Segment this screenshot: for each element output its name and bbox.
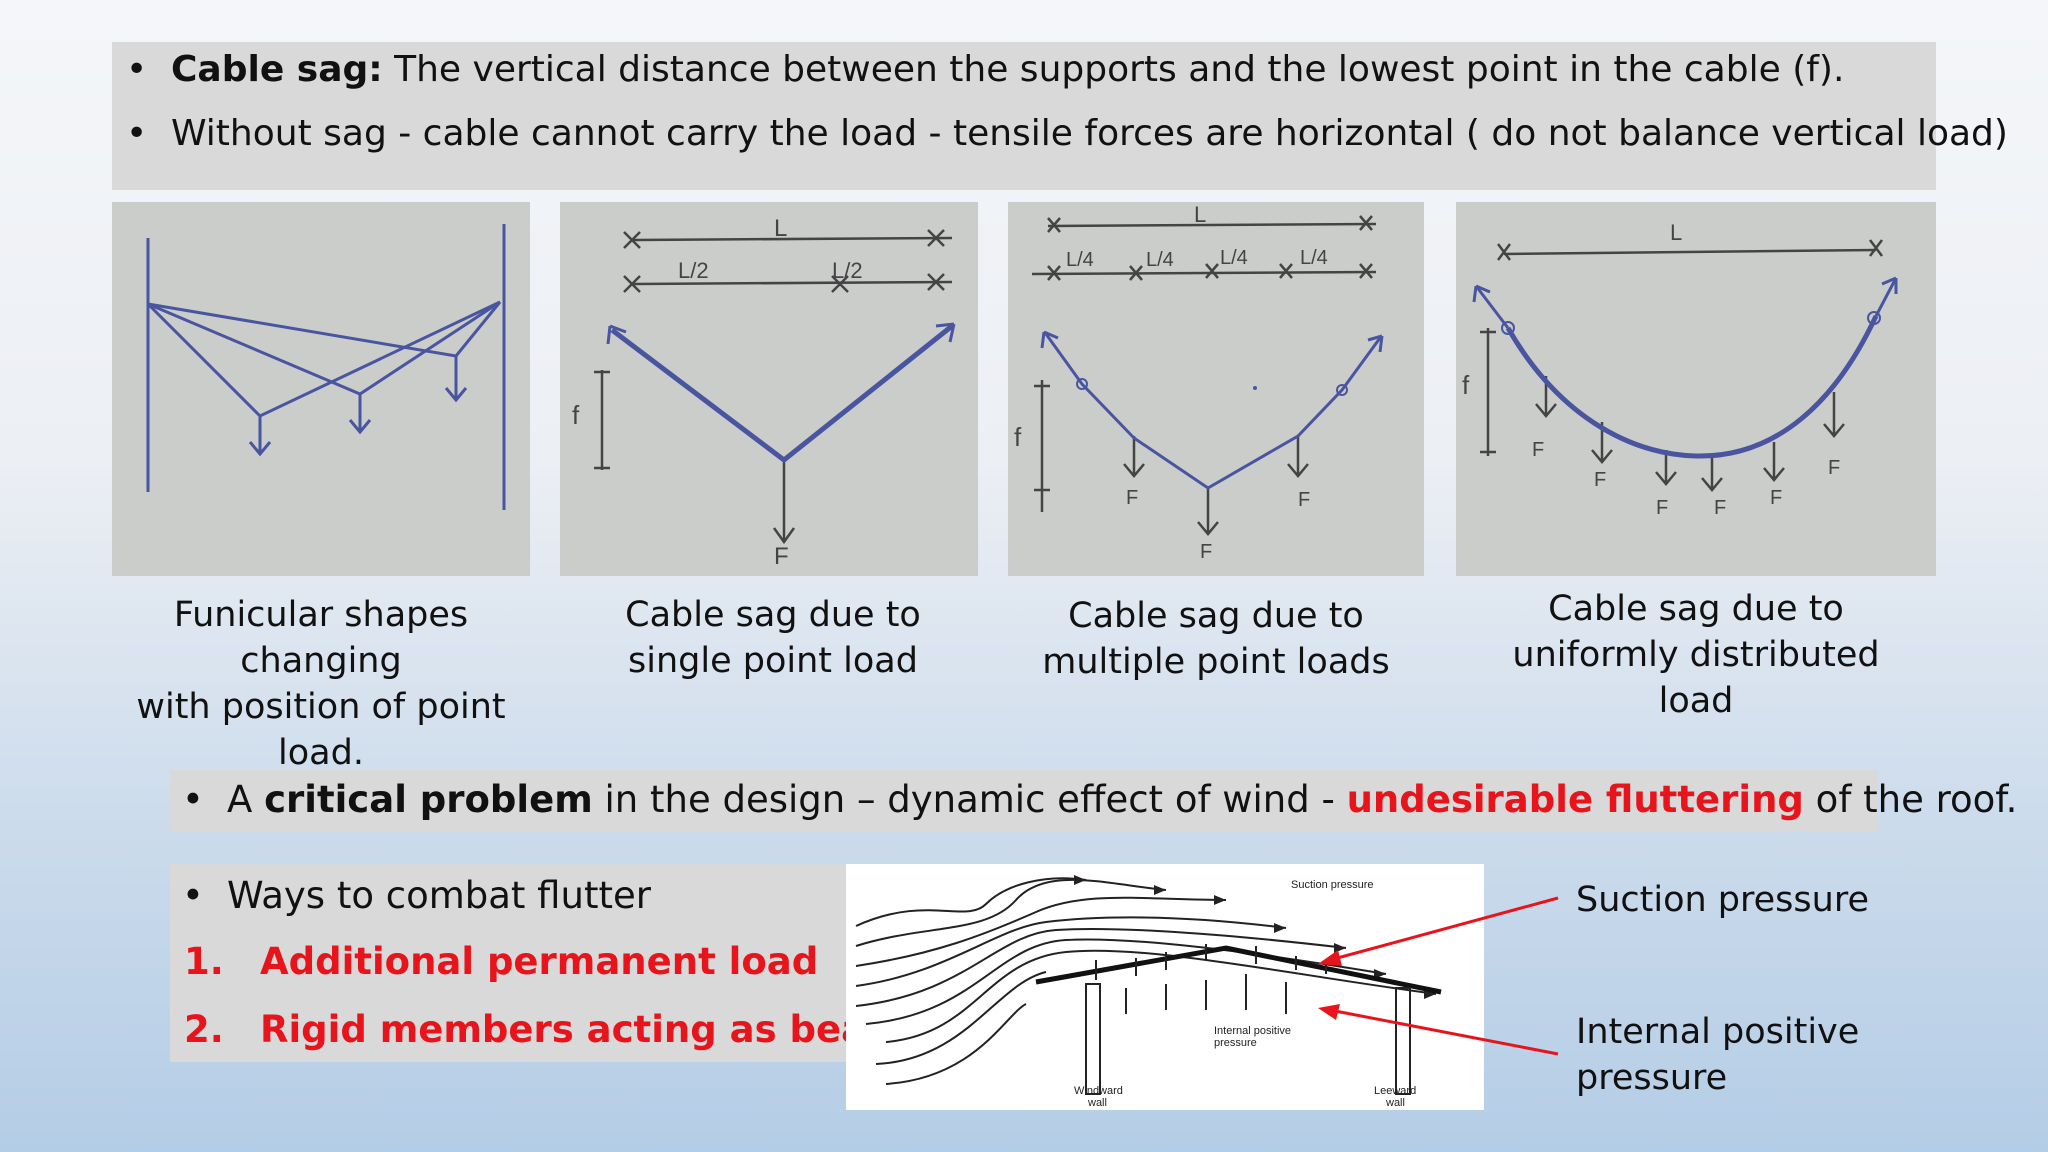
uniform-load-sketch: L f F F F F F F <box>1456 202 1936 576</box>
remedy-item-1: 1.Additional permanent load <box>184 940 819 983</box>
remedy-item-2: 2.Rigid members acting as beams <box>184 1008 927 1051</box>
span-length-label: L <box>1194 202 1206 227</box>
quarter-span-label-1: L/4 <box>1066 249 1094 271</box>
quarter-span-label-3: L/4 <box>1220 247 1248 269</box>
bullet-critical-problem: •A critical problem in the design – dyna… <box>182 778 2018 821</box>
sag-label-f: f <box>1462 370 1470 400</box>
windward-wall-label-1: Windward <box>1074 1085 1123 1097</box>
load-label-F-2: F <box>1594 469 1606 491</box>
span-length-label: L <box>1670 220 1682 245</box>
suction-pressure-label: Suction pressure <box>1576 880 1869 920</box>
load-label-F: F <box>774 543 789 570</box>
diagram-internal-label-2: pressure <box>1214 1037 1257 1049</box>
critical-problem-box: •A critical problem in the design – dyna… <box>170 770 2017 832</box>
definition-box: •Cable sag: The vertical distance betwee… <box>112 42 2008 190</box>
half-span-label-right: L/2 <box>832 258 863 283</box>
quarter-span-label-2: L/4 <box>1146 249 1174 271</box>
funicular-shapes-sketch <box>112 202 530 576</box>
sag-label-f: f <box>572 400 580 430</box>
load-label-F-4: F <box>1714 497 1726 519</box>
combat-flutter-box: •Ways to combat flutter 1.Additional per… <box>170 864 927 1062</box>
span-length-label: L <box>774 215 787 242</box>
diagram-suction-label: Suction pressure <box>1291 879 1374 891</box>
load-label-F-1: F <box>1126 487 1138 509</box>
leeward-wall-label-2: wall <box>1385 1097 1405 1109</box>
diagram-internal-label-1: Internal positive <box>1214 1025 1291 1037</box>
load-label-F-3: F <box>1298 489 1310 511</box>
half-span-label-left: L/2 <box>678 258 709 283</box>
bullet-cable-sag: •Cable sag: The vertical distance betwee… <box>126 49 1845 90</box>
load-label-F-3: F <box>1656 497 1668 519</box>
multiple-point-loads-sketch: L L/4 L/4 L/4 L/4 f F F F <box>1008 202 1424 576</box>
windward-wall-label-2: wall <box>1087 1097 1107 1109</box>
load-label-F-5: F <box>1770 487 1782 509</box>
load-label-F-2: F <box>1200 541 1212 563</box>
quarter-span-label-4: L/4 <box>1300 247 1328 269</box>
load-label-F-1: F <box>1532 439 1544 461</box>
sag-label-f: f <box>1014 422 1022 452</box>
load-label-F-6: F <box>1828 457 1840 479</box>
bullet-ways-heading: •Ways to combat flutter <box>182 874 651 917</box>
single-point-load-sketch: L L/2 L/2 f F <box>560 202 978 576</box>
bullet-without-sag: •Without sag - cable cannot carry the lo… <box>126 113 2008 154</box>
leeward-wall-label-1: Leeward <box>1374 1085 1416 1097</box>
wind-flow-diagram: Suction pressure Internal positive press… <box>846 864 1484 1110</box>
